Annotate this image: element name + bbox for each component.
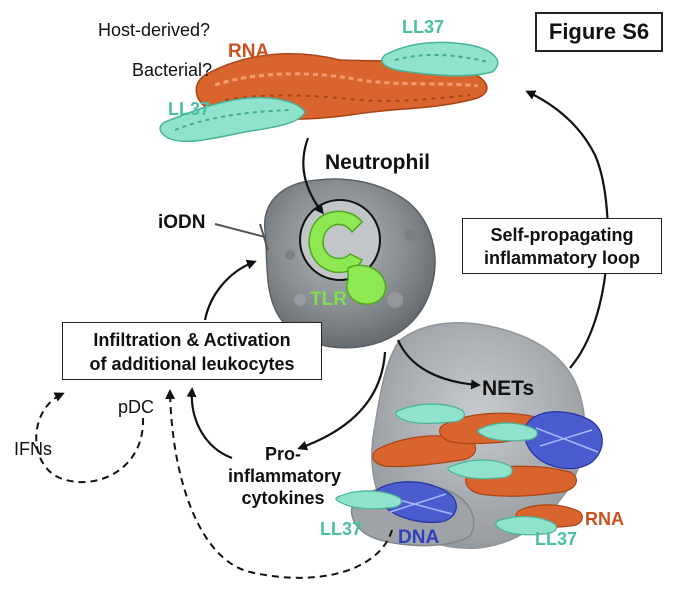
nets-ll37-4 bbox=[335, 490, 402, 510]
infiltration-box-line1: Infiltration & Activation bbox=[93, 330, 291, 350]
ifns-label: IFNs bbox=[14, 439, 52, 459]
rna-source-question-bacterial: Bacterial? bbox=[132, 60, 213, 80]
infiltration-box-line2: of additional leukocytes bbox=[89, 354, 295, 374]
neutrophil-cell bbox=[264, 178, 436, 349]
arrow-neutrophil-to-cytokines bbox=[297, 351, 387, 451]
top-ll37-right bbox=[381, 41, 499, 77]
iodn-inhibition-line bbox=[214, 223, 266, 238]
bottom-ll37-left-label: LL37 bbox=[320, 519, 363, 539]
cytokines-label: Pro- inflammatory cytokines bbox=[228, 443, 342, 509]
top-ll37-right-label: LL37 bbox=[402, 17, 445, 37]
nets-label: NETs bbox=[482, 377, 535, 400]
tlr-label: TLR bbox=[310, 289, 347, 310]
nets-ll37-3 bbox=[447, 459, 513, 480]
top-rna-label: RNA bbox=[228, 41, 270, 62]
neutrophil-label: Neutrophil bbox=[325, 151, 430, 174]
cytokines-line2: inflammatory bbox=[228, 466, 342, 486]
arrow-rna-to-neutrophil bbox=[302, 137, 324, 215]
loop-box: Self-propagating inflammatory loop bbox=[462, 218, 662, 274]
figure-label-box: Figure S6 bbox=[535, 12, 663, 52]
arrow-dna-to-infiltration-dashed bbox=[165, 389, 393, 579]
cytokines-line1: Pro- bbox=[265, 444, 301, 464]
iodn-label: iODN bbox=[158, 212, 206, 233]
pdc-label: pDC bbox=[118, 397, 155, 417]
nets-ll37-5 bbox=[495, 515, 558, 536]
nets-ll37-2 bbox=[477, 422, 538, 442]
loop-box-line1: Self-propagating bbox=[490, 225, 634, 245]
iodn-inhibition-bar bbox=[259, 223, 269, 251]
rna-source-question-host: Host-derived? bbox=[98, 20, 211, 40]
cytokines-line3: cytokines bbox=[241, 488, 325, 508]
tlr-receptor bbox=[308, 210, 387, 305]
arrow-infiltration-to-neutrophil bbox=[203, 259, 257, 321]
arrow-neutrophil-to-nets bbox=[396, 339, 481, 390]
nets-rna-1 bbox=[372, 435, 477, 468]
infiltration-box: Infiltration & Activation of additional … bbox=[62, 322, 322, 380]
figure-label: Figure S6 bbox=[548, 19, 650, 44]
bottom-ll37-right-label: LL37 bbox=[535, 529, 578, 549]
nets-dna-1 bbox=[523, 411, 603, 470]
nets-ll37-1 bbox=[395, 403, 465, 424]
nets-structure bbox=[335, 322, 603, 549]
top-rna-complex bbox=[159, 41, 499, 143]
top-ll37-left bbox=[159, 96, 306, 143]
arrow-pdc-ifns-dashed bbox=[35, 392, 145, 484]
arrow-cytokines-to-infiltration bbox=[186, 387, 233, 460]
loop-box-line2: inflammatory loop bbox=[483, 248, 640, 268]
bottom-rna-label: RNA bbox=[585, 509, 624, 529]
dna-label: DNA bbox=[398, 527, 440, 548]
arrow-loop-to-rna bbox=[525, 90, 609, 369]
top-ll37-left-label: LL37 bbox=[168, 99, 211, 119]
